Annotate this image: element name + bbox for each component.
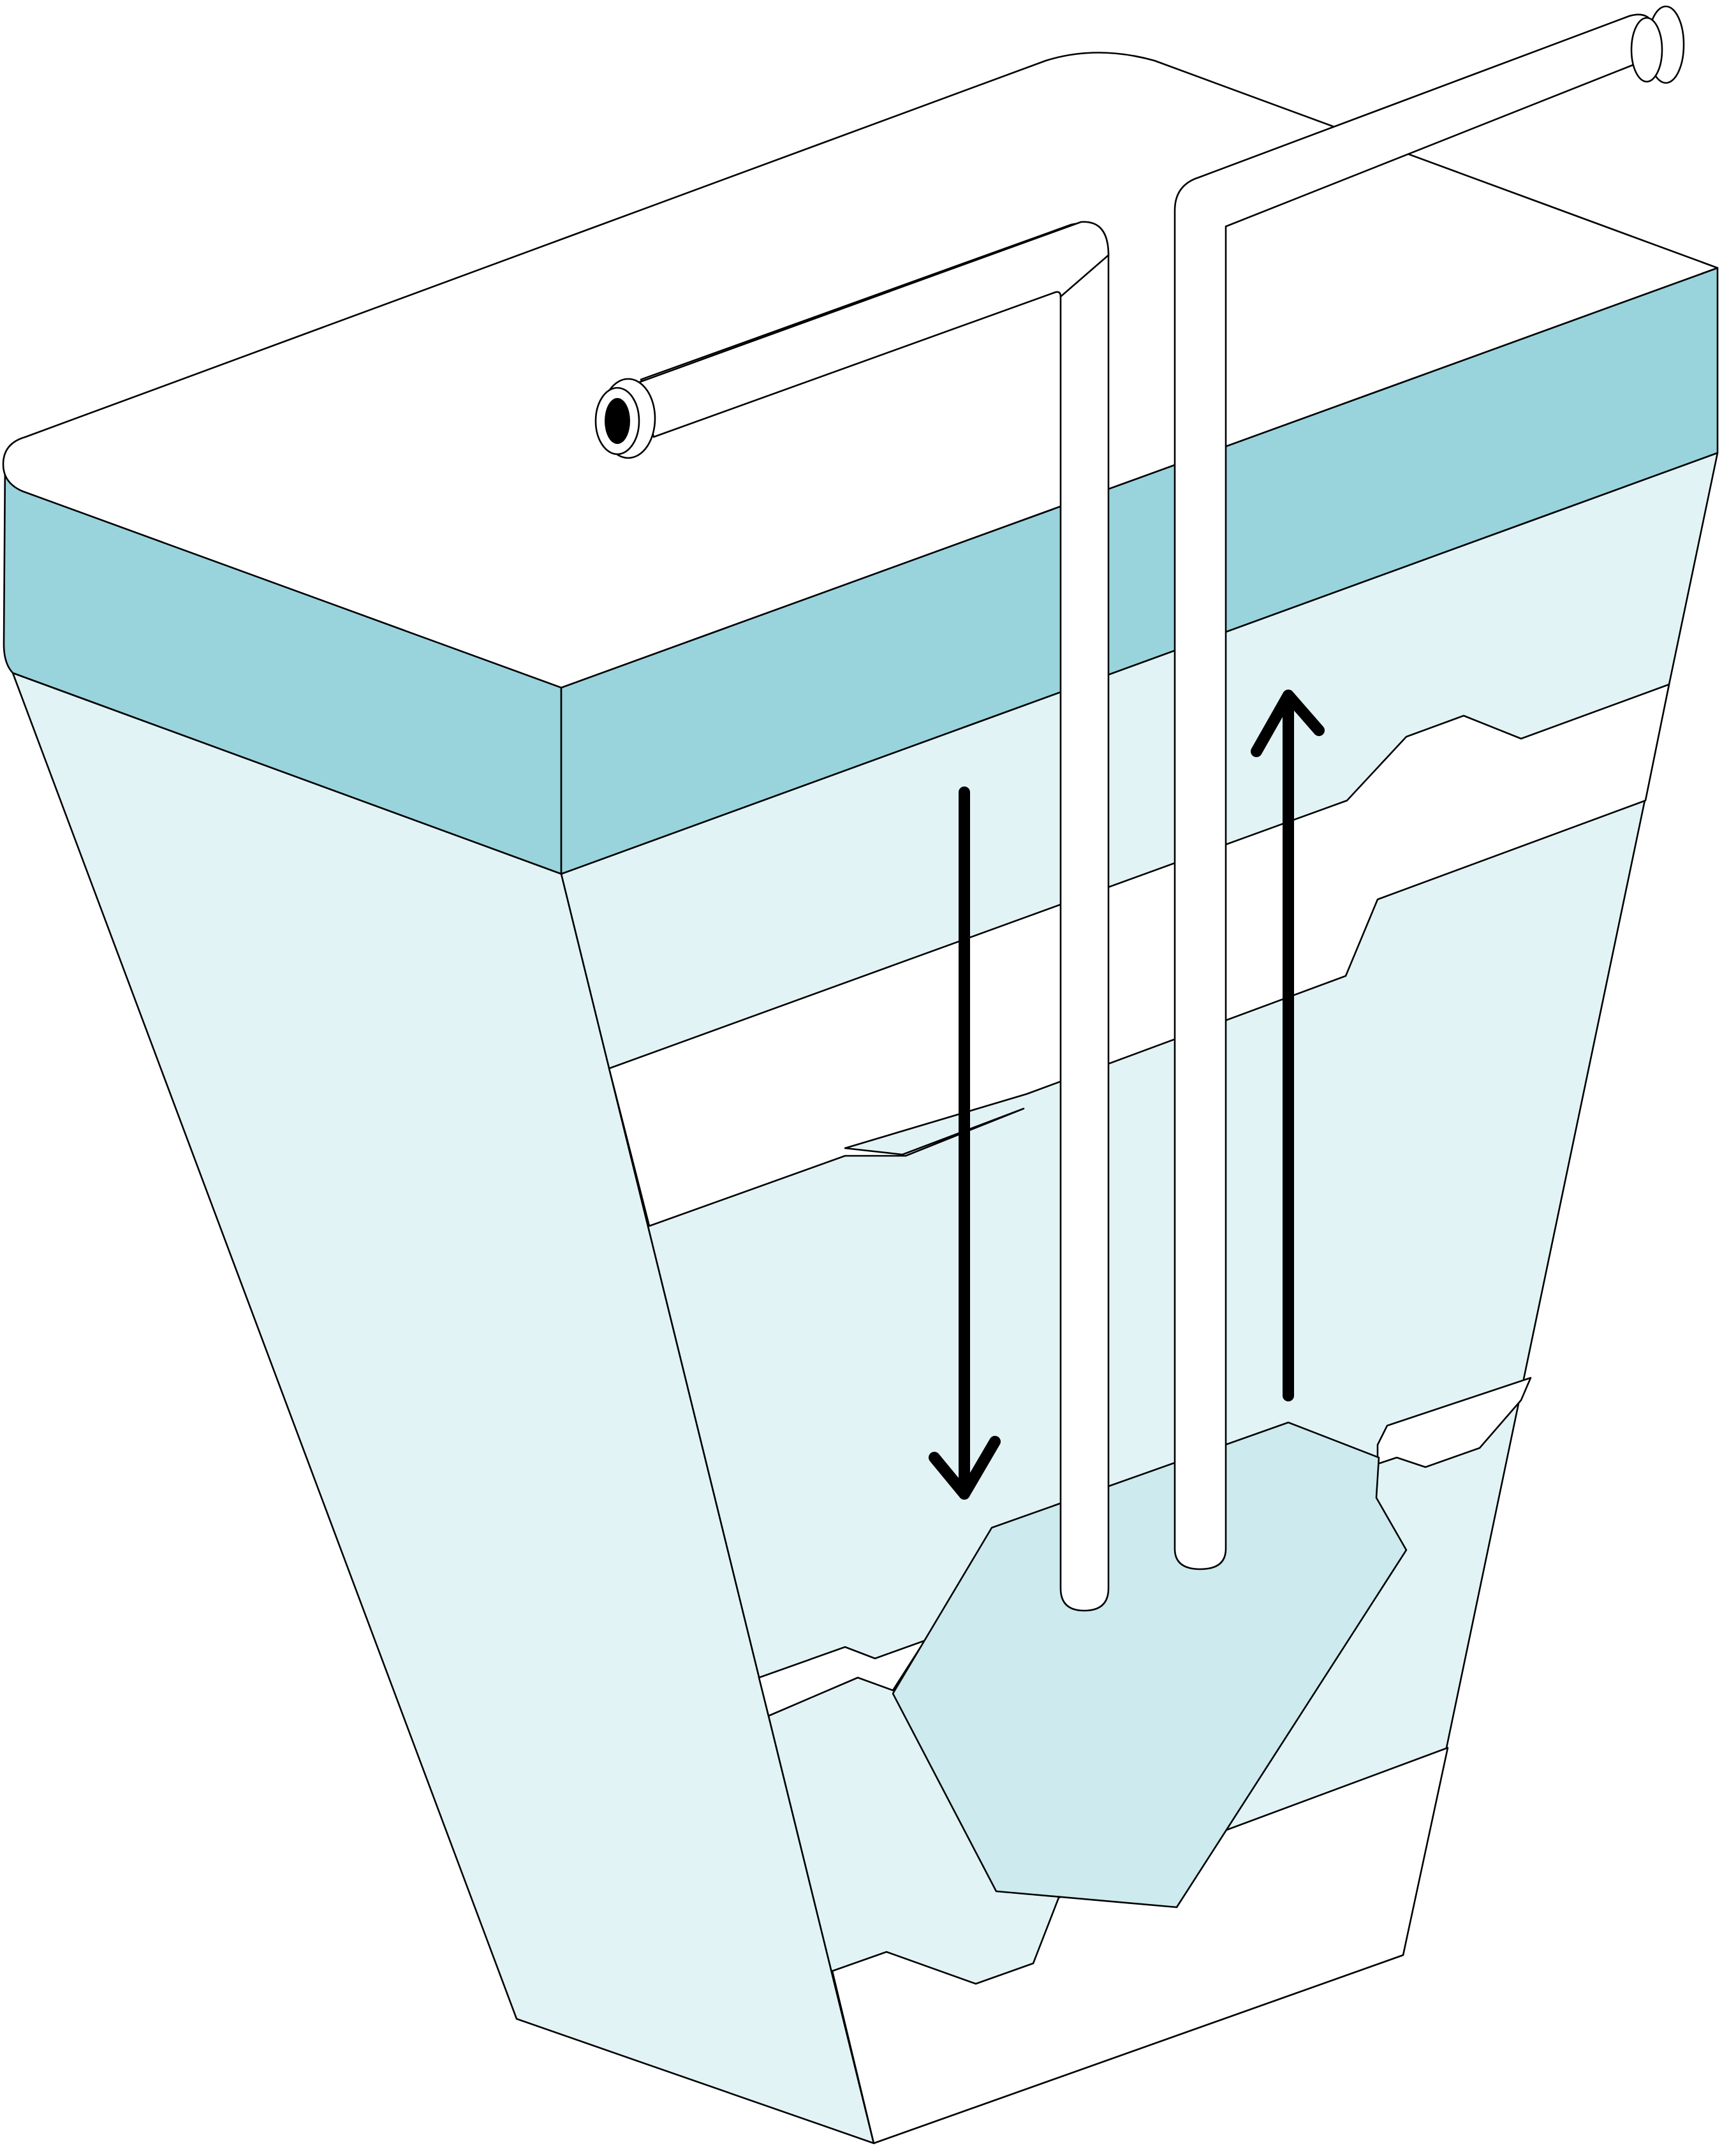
flow-arrows: [929, 690, 1325, 1500]
flow-arrow-down: [929, 786, 1001, 1500]
band-lower-right: [1376, 1377, 1532, 1468]
cave: [892, 1421, 1408, 1909]
injection-cap-hole: [605, 398, 630, 444]
production-pipe-cap: [1630, 5, 1685, 84]
band-upper: [608, 683, 1670, 1227]
pipes: [594, 5, 1685, 1612]
injection-pipe-cap: [594, 378, 656, 459]
production-cap-inner: [1630, 17, 1663, 83]
cap-layer-left: [3, 458, 563, 875]
injection-pipe-run: [637, 221, 1110, 438]
sediment-bands: [608, 683, 1670, 2145]
ground-surface: [2, 52, 1719, 689]
flow-arrow-up: [1251, 690, 1325, 1401]
